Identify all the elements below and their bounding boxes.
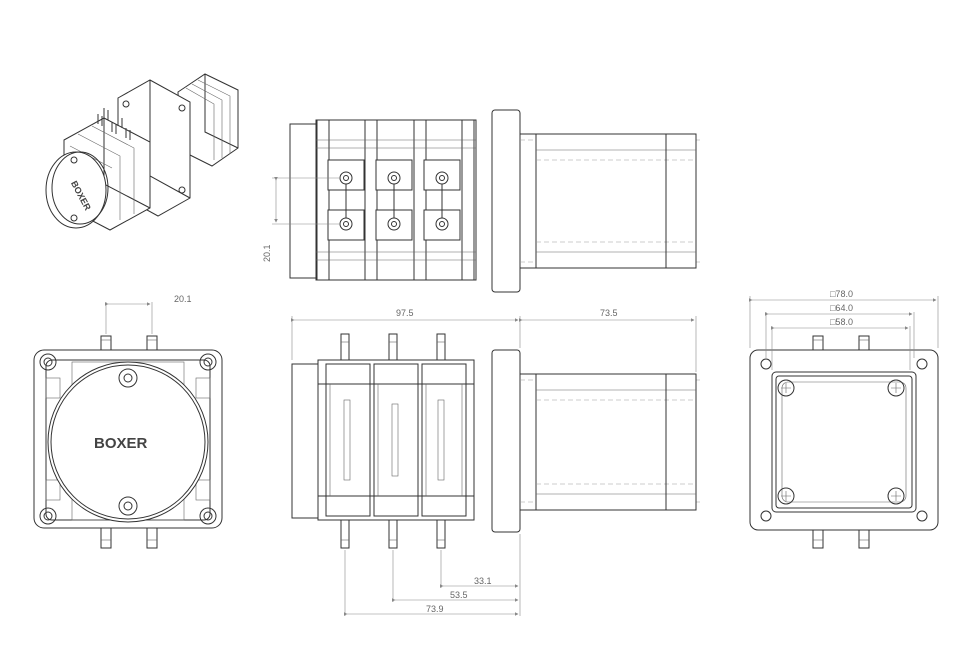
front-brand-text: BOXER xyxy=(94,435,148,452)
dim-port-offset-3: 73.9 xyxy=(426,604,444,614)
dim-port-offset-2: 53.5 xyxy=(450,590,468,600)
dim-flange-mid: □64.0 xyxy=(830,303,853,313)
dim-port-pitch-horizontal: 20.1 xyxy=(174,294,192,304)
dim-port-offset-1: 33.1 xyxy=(474,576,492,586)
front-view: BOXER 20.1 xyxy=(33,294,223,549)
dim-motor-length: 73.5 xyxy=(600,308,618,318)
side-view: 97.5 73.5 33.1 53.5 73.9 xyxy=(291,308,700,616)
dim-head-length: 97.5 xyxy=(396,308,414,318)
dim-flange-inner: □58.0 xyxy=(830,317,853,327)
dim-port-pitch-vertical: 20.1 xyxy=(262,244,272,262)
top-view: 20.1 xyxy=(262,109,700,293)
isometric-view: BOXER xyxy=(45,73,239,231)
rear-view: □78.0 □64.0 □58.0 xyxy=(749,289,939,549)
dim-flange-outer: □78.0 xyxy=(830,289,853,299)
